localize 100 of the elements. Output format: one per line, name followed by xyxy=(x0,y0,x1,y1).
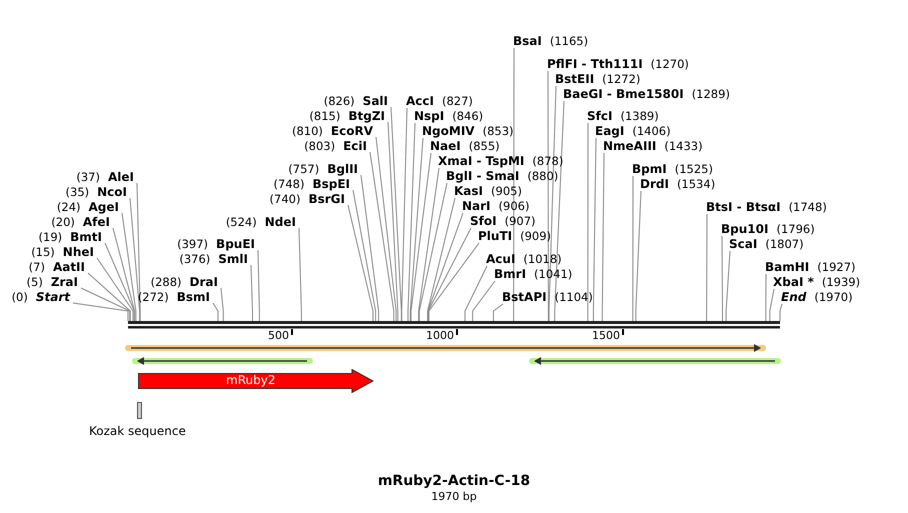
cut-position: (853) xyxy=(482,124,514,138)
cut-position: (803) xyxy=(304,139,336,153)
sequence-length: 1970 bp xyxy=(430,490,478,503)
enzyme-name: BaeGI - Bme1580I xyxy=(563,87,684,101)
cut-position: (826) xyxy=(324,94,355,108)
leader-line xyxy=(212,302,218,322)
cut-position: (748) xyxy=(274,177,304,191)
leader-line xyxy=(258,250,260,322)
cut-position: (15) xyxy=(31,245,55,259)
cut-position: (20) xyxy=(51,215,75,229)
leader-line xyxy=(104,242,135,322)
cut-position: (272) xyxy=(138,290,169,304)
leader-line xyxy=(96,258,134,322)
enzyme-name: BtsI - BtsαI xyxy=(706,200,781,214)
leader-line xyxy=(548,86,556,322)
leader-line xyxy=(464,266,488,322)
leader-line xyxy=(130,198,140,322)
cut-position: (1807) xyxy=(765,237,804,251)
cut-position: (288) xyxy=(150,275,182,289)
enzyme-name: Bpu10I xyxy=(721,222,768,236)
leader-line xyxy=(250,264,253,322)
enzyme-name: SfoI xyxy=(470,214,497,228)
leader-line xyxy=(765,274,766,322)
cut-position: (815) xyxy=(309,109,340,123)
cut-position: (1018) xyxy=(523,252,562,266)
leader-line xyxy=(360,174,380,322)
leader-line xyxy=(706,214,708,322)
cut-position: (880) xyxy=(527,169,558,183)
enzyme-name: NheI xyxy=(62,245,94,259)
enzyme-name: BmtI xyxy=(70,230,102,244)
cut-position: (1748) xyxy=(788,200,827,214)
leader-line xyxy=(602,152,604,322)
leader-line xyxy=(88,272,131,322)
leader-line xyxy=(548,70,549,322)
leader-line xyxy=(408,122,416,322)
cut-position: (0) xyxy=(12,290,28,304)
feature-band xyxy=(529,357,781,365)
enzyme-name: KasI xyxy=(454,184,484,198)
leader-line xyxy=(632,176,634,322)
cut-position: (740) xyxy=(270,192,300,206)
leader-line xyxy=(726,250,730,322)
enzyme-name: PluTI xyxy=(478,229,512,243)
feature-label: Kozak sequence xyxy=(89,424,186,439)
leader-line xyxy=(554,100,564,322)
scale-number: 1500 xyxy=(592,329,620,342)
cut-position: (1270) xyxy=(650,57,689,71)
enzyme-name: BmrI xyxy=(494,267,526,281)
leader-line xyxy=(428,228,472,322)
cut-position: (1041) xyxy=(534,267,572,281)
leader-line xyxy=(410,152,432,322)
leader-line xyxy=(722,236,723,322)
enzyme-name: PflFI - Tth111I xyxy=(547,57,643,71)
cut-position: (524) xyxy=(226,215,257,229)
leader-line xyxy=(298,228,302,322)
enzyme-name: SmlI xyxy=(218,252,248,266)
leader-line xyxy=(513,48,514,322)
enzyme-name: NaeI xyxy=(430,139,461,153)
leader-line xyxy=(769,288,774,322)
enzyme-name: BsrGI xyxy=(308,192,345,206)
enzyme-name: BsaI xyxy=(513,34,542,48)
leader-line xyxy=(635,190,642,322)
enzyme-name: DraI xyxy=(190,275,218,289)
enzyme-name: BstEII xyxy=(555,72,594,86)
enzyme-name: BspEI xyxy=(312,177,350,191)
enzyme-name: ScaI xyxy=(729,237,758,251)
leader-line xyxy=(136,182,141,322)
enzyme-name: NcoI xyxy=(97,185,127,199)
leader-line xyxy=(428,242,480,322)
leader-line xyxy=(352,190,376,322)
enzyme-name: BpmI xyxy=(632,162,667,176)
enzyme-name: End xyxy=(781,290,806,304)
enzyme-name: AgeI xyxy=(88,200,119,214)
cut-position: (1970) xyxy=(814,290,853,304)
cut-position: (1534) xyxy=(676,177,716,191)
enzyme-name: NmeAIII xyxy=(603,139,656,153)
leader-line xyxy=(348,204,374,322)
leader-line xyxy=(220,288,224,322)
enzyme-name: NarI xyxy=(462,199,491,213)
enzyme-name: BglI - SmaI xyxy=(446,169,520,183)
enzyme-name: DrdI xyxy=(640,177,669,191)
scale-number: 500 xyxy=(268,329,289,342)
enzyme-name: EcoRV xyxy=(330,124,373,138)
enzyme-name: ZraI xyxy=(50,275,78,289)
leader-line xyxy=(427,198,456,322)
cut-position: (1796) xyxy=(776,222,815,236)
enzyme-name: NdeI xyxy=(264,215,296,229)
leader-line xyxy=(472,280,496,322)
cut-position: (1272) xyxy=(602,72,640,86)
enzyme-name: SalI xyxy=(362,94,388,108)
cut-position: (397) xyxy=(177,237,208,251)
leader-line xyxy=(80,288,130,322)
cut-position: (855) xyxy=(468,139,500,153)
feature-band xyxy=(132,357,313,365)
leader-line xyxy=(388,122,398,322)
feature-label: mRuby2 xyxy=(226,373,276,388)
leader-line xyxy=(418,182,448,322)
cut-position: (35) xyxy=(66,185,90,199)
enzyme-name: EciI xyxy=(343,139,367,153)
enzyme-name: BamHI xyxy=(765,260,810,274)
cut-position: (24) xyxy=(56,200,81,214)
